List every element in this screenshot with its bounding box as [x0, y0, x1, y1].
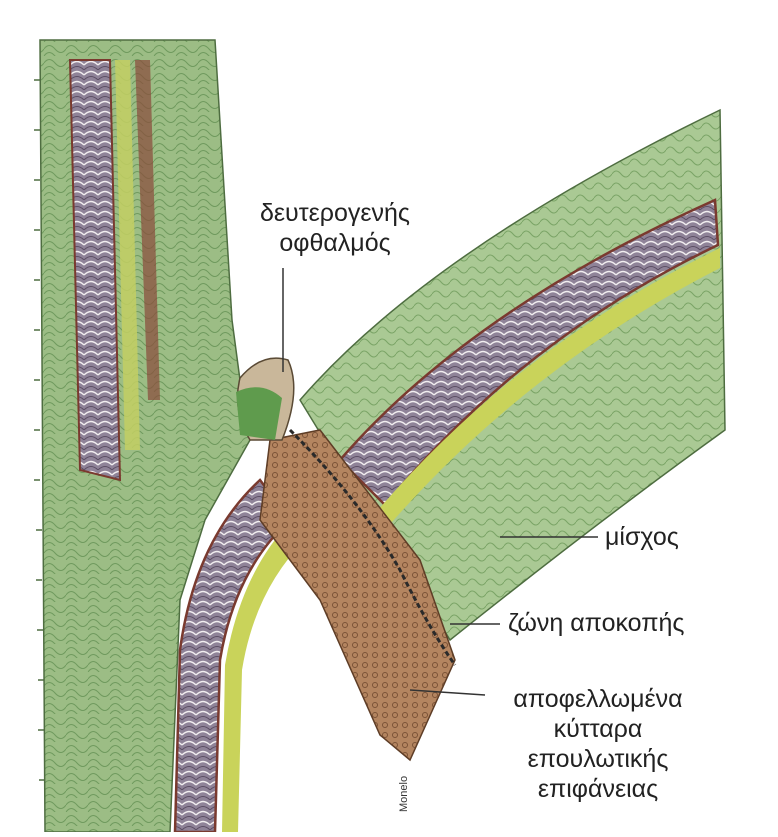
- leader-cells: [409, 689, 486, 696]
- label-corky-cells-line1: αποφελλωμένα: [513, 685, 683, 713]
- label-secondary-bud-line2: οφθαλμός: [279, 229, 391, 257]
- label-corky-cells-line3: επουλωτικής: [527, 745, 669, 773]
- scar-zone: [259, 429, 456, 762]
- stem-strand-yellow: [115, 60, 140, 450]
- petiole-strand-yellow: [378, 248, 720, 522]
- label-secondary-bud-line1: δευτερογενής: [260, 199, 410, 227]
- lower-strand-yellow: [222, 522, 305, 832]
- label-petiole: μίσχος: [605, 523, 679, 551]
- label-secondary-bud: δευτερογενής οφθαλμός: [230, 198, 440, 258]
- label-abscission-zone: ζώνη αποκοπής: [508, 609, 685, 637]
- label-corky-cells-line4: επιφάνειας: [537, 775, 659, 803]
- stem-vessel-left: [68, 59, 122, 482]
- stem-strand-brown: [135, 60, 160, 400]
- label-corky-cells: αποφελλωμένα κύτταρα επουλωτικής επιφάνε…: [478, 684, 718, 804]
- stem-hairs: [34, 79, 45, 781]
- artist-signature: Monelo: [398, 775, 410, 812]
- petiole-vessel: [338, 198, 720, 507]
- abscission-line: [288, 428, 457, 666]
- label-corky-cells-line2: κύτταρα: [553, 715, 643, 743]
